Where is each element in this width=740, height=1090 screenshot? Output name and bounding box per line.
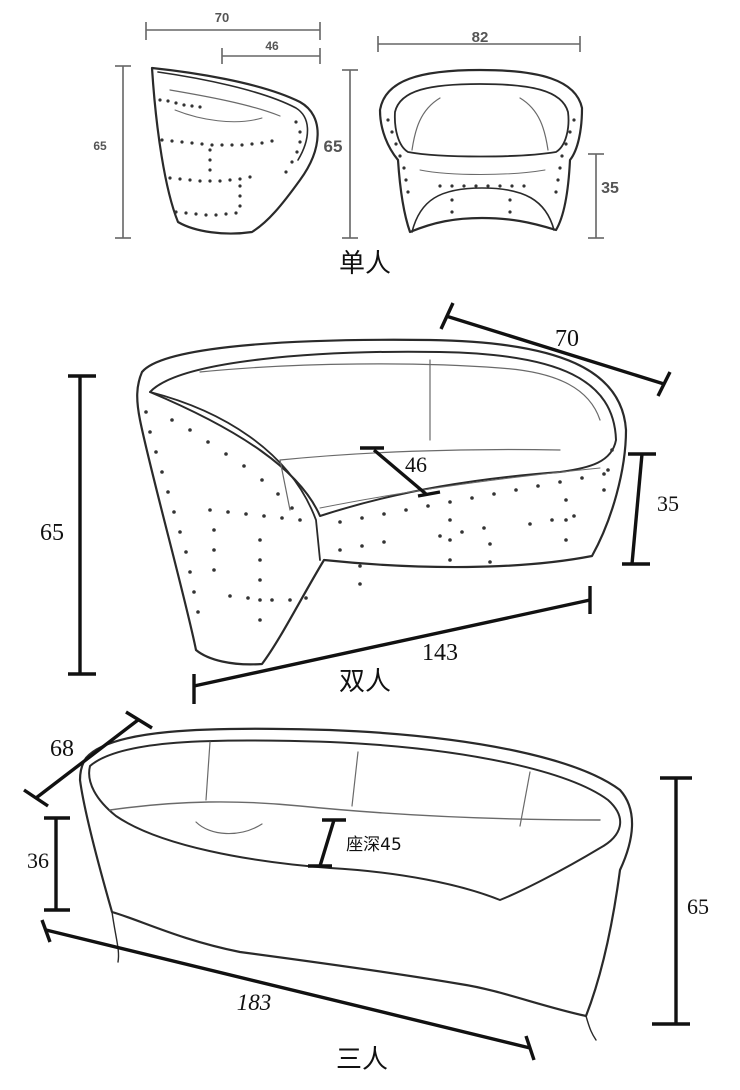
single-dim-height-side: 65: [93, 65, 131, 239]
single-caption: 单人: [339, 249, 391, 279]
triple-caption: 三人: [336, 1045, 388, 1075]
single-height-front-label: 65: [324, 137, 343, 156]
triple-height-label: 65: [687, 894, 709, 919]
single-dim-width-front: 82: [377, 29, 581, 52]
single-seat-depth-label: 46: [265, 39, 279, 53]
double-dim-width: 143: [192, 586, 592, 704]
single-side-view: [150, 66, 319, 235]
single-front-rivets: [386, 118, 576, 214]
double-rivets: [144, 410, 614, 622]
triple-dim-width: 183: [40, 919, 536, 1061]
triple-dim-seat-depth: 座深45: [308, 818, 402, 868]
double-seat-depth-label: 46: [405, 452, 427, 477]
double-dim-seat-depth: 46: [360, 446, 441, 498]
triple-seat-depth-label: 座深45: [346, 835, 402, 855]
single-seat-height-label: 35: [601, 180, 619, 197]
single-front-view: [378, 68, 584, 234]
single-width-front-label: 82: [472, 29, 489, 46]
triple-dim-depth: 68: [23, 710, 153, 808]
triple-width-label: 183: [237, 990, 272, 1015]
double-depth-label: 70: [555, 326, 579, 352]
triple-sofa-drawing: [78, 727, 634, 1041]
double-caption: 双人: [339, 667, 391, 697]
double-height-label: 65: [40, 520, 64, 546]
single-dim-width-top: 70: [145, 10, 321, 40]
single-dim-seat-height: 35: [588, 153, 619, 239]
double-dim-height: 65: [40, 374, 96, 676]
double-width-label: 143: [422, 640, 458, 666]
single-side-rivets: [158, 98, 302, 217]
double-sofa-drawing: [136, 338, 628, 666]
triple-seat-height-label: 36: [27, 848, 49, 873]
single-dim-height-front: 65: [324, 69, 358, 239]
double-seat-height-label: 35: [657, 491, 679, 516]
double-dim-seat-height: 35: [622, 452, 679, 566]
double-dim-depth: 70: [439, 302, 672, 397]
single-height-side-label: 65: [93, 139, 107, 153]
single-width-top-label: 70: [215, 10, 229, 25]
triple-depth-label: 68: [50, 736, 74, 762]
triple-dim-height: 65: [652, 776, 709, 1026]
single-dim-seat-depth: 46: [221, 39, 321, 64]
triple-dim-seat-height: 36: [27, 816, 70, 912]
